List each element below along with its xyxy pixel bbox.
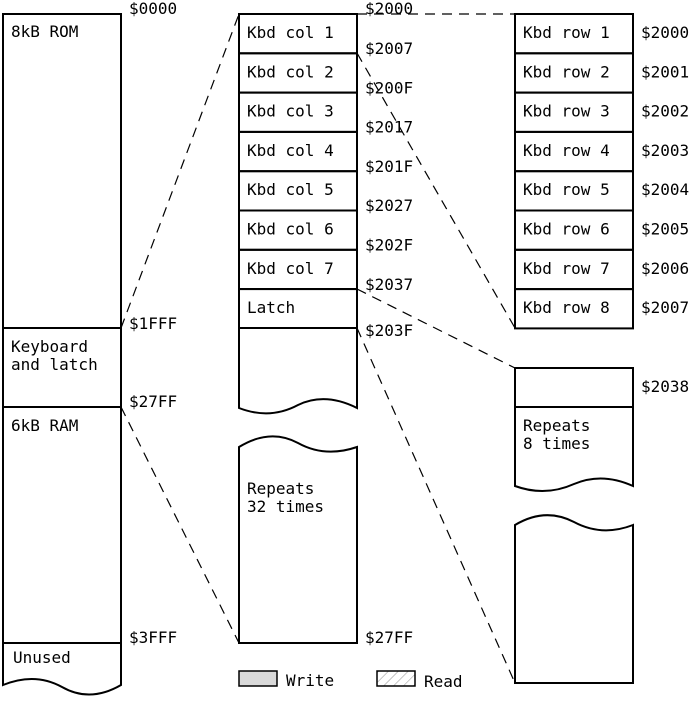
column-addr: $2037 xyxy=(365,275,413,294)
legend-read-swatch xyxy=(376,670,416,687)
row-addr: $2006 xyxy=(641,259,689,278)
column-addr: $2027 xyxy=(365,196,413,215)
legend-write-swatch xyxy=(238,670,278,687)
row-addr: $2002 xyxy=(641,102,689,121)
keyboard-columns-map: Kbd col 1 Kbd col 2 Kbd col 3 Kbd col 4 Kbd … xyxy=(238,0,413,647)
addr-1fff: $1FFF xyxy=(129,314,177,333)
ram-block xyxy=(2,406,122,644)
rom-label: 8kB ROM xyxy=(11,22,78,41)
zoom-line xyxy=(120,406,240,644)
columns-repeats-line1: Repeats xyxy=(247,479,314,498)
row-label: Kbd row 1 xyxy=(523,23,610,42)
column-addr: $2017 xyxy=(365,118,413,137)
rows-repeats-line2: 8 times xyxy=(523,434,590,453)
zoom-line xyxy=(120,13,240,329)
column-label: Kbd col 7 xyxy=(247,259,334,278)
column-label: Kbd col 2 xyxy=(247,62,334,81)
row-block xyxy=(514,288,634,330)
main-memory-map: 8kB ROM Keyboard and latch 6kB RAM Unuse… xyxy=(2,0,177,696)
columns-repeats-line2: 32 times xyxy=(247,497,324,516)
row-label: Kbd row 4 xyxy=(523,141,610,160)
legend: Write Read xyxy=(238,670,463,691)
row-label: Kbd row 8 xyxy=(523,298,610,317)
ram-block-fill xyxy=(2,406,122,644)
addr-2000-columns: $2000 xyxy=(365,0,413,18)
zoom-line xyxy=(356,327,516,684)
row-addr: $2005 xyxy=(641,220,689,239)
zoom-line xyxy=(356,52,516,329)
keyboard-label-line2: and latch xyxy=(11,355,98,374)
row-addr: $2003 xyxy=(641,141,689,160)
row-label: Kbd row 6 xyxy=(523,220,610,239)
columns-continuation-top xyxy=(238,328,358,415)
zoom-line xyxy=(356,288,516,369)
column-addr: $201F xyxy=(365,157,413,176)
row-addr: $2001 xyxy=(641,62,689,81)
rows-repeat-block xyxy=(514,407,634,492)
latch-block xyxy=(238,288,358,329)
row-label: Kbd row 3 xyxy=(523,102,610,121)
rows-latch-block xyxy=(514,367,634,408)
latch-label: Latch xyxy=(247,298,295,317)
columns-repeat-block xyxy=(238,435,358,644)
addr-0000: $0000 xyxy=(129,0,177,18)
keyboard-rows-map: Kbd row 1 Kbd row 2 Kbd row 3 Kbd row 4 Kbd … xyxy=(514,13,689,684)
rows-repeats-line1: Repeats xyxy=(523,416,590,435)
addr-203f: $203F xyxy=(365,321,413,340)
ram-label: 6kB RAM xyxy=(11,416,78,435)
row-label: Kbd row 5 xyxy=(523,180,610,199)
column-addr: $2007 xyxy=(365,39,413,58)
legend-read-label: Read xyxy=(424,672,463,691)
addr-3fff: $3FFF xyxy=(129,628,177,647)
addr-27ff-main: $27FF xyxy=(129,392,177,411)
addr-27ff-columns: $27FF xyxy=(365,628,413,647)
row-label: Kbd row 2 xyxy=(523,62,610,81)
zoom-lines xyxy=(120,13,516,684)
column-addr: $200F xyxy=(365,78,413,97)
legend-write-label: Write xyxy=(286,671,334,690)
column-addr: $202F xyxy=(365,236,413,255)
row-label: Kbd row 7 xyxy=(523,259,610,278)
rom-block xyxy=(2,13,122,329)
column-label: Kbd col 3 xyxy=(247,102,334,121)
column-label: Kbd col 5 xyxy=(247,180,334,199)
unused-block xyxy=(2,642,122,696)
row-addr: $2004 xyxy=(641,180,689,199)
row-addr: $2007 xyxy=(641,298,689,317)
keyboard-label-line1: Keyboard xyxy=(11,337,88,356)
column-label: Kbd col 1 xyxy=(247,23,334,42)
rows-continuation-block xyxy=(514,514,634,684)
column-label: Kbd col 4 xyxy=(247,141,334,160)
column-label: Kbd col 6 xyxy=(247,220,334,239)
unused-label: Unused xyxy=(13,648,71,667)
addr-2038: $2038 xyxy=(641,377,689,396)
row-addr: $2000 xyxy=(641,23,689,42)
